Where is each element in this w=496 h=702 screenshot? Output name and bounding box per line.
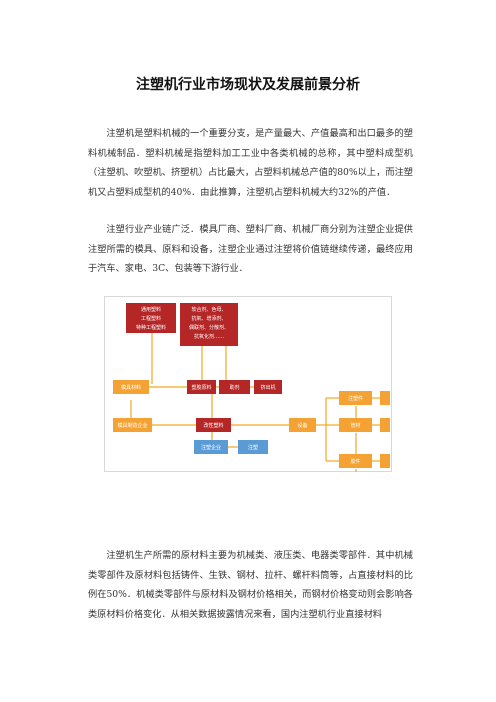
box-plastics: 通用塑料 工程塑料 特种工程塑料 bbox=[126, 303, 176, 333]
page-title: 注塑机行业市场现状及发展前景分析 bbox=[136, 77, 360, 93]
box-additives-line1: 软合剂、色母、 bbox=[191, 306, 226, 313]
box-aux-label: 助剂 bbox=[229, 384, 239, 391]
box-injection: 注塑 bbox=[238, 440, 268, 454]
box-equipment-label: 设备 bbox=[297, 422, 307, 429]
box-mold-design-label: 模具制造企业 bbox=[117, 422, 147, 429]
box-pipe: 管材 bbox=[339, 418, 372, 432]
box-pipe-label: 管材 bbox=[350, 422, 360, 429]
box-extruder: 挤出机 bbox=[254, 380, 282, 394]
box-mold-material: 模具材料 bbox=[113, 380, 149, 394]
box-film-label: 胶件 bbox=[350, 458, 360, 465]
box-additives-line4: 抗氧化剂…… bbox=[194, 333, 224, 340]
paragraph-2: 注塑行业产业链广泛．模具厂商、塑料厂商、机械厂商分别为注塑企业提供注塑所需的模具… bbox=[88, 224, 413, 274]
box-3c bbox=[380, 454, 390, 468]
diagram-canvas: 通用塑料 工程塑料 特种工程塑料 软合剂、色母、 抗氧、增添剂、 偶联剂、分散剂… bbox=[104, 296, 392, 472]
box-auto bbox=[380, 391, 390, 405]
paragraph-3: 注塑机生产所需的原材料主要为机械类、液压类、电器类零部件．其中机械类零部件及原材… bbox=[88, 550, 413, 620]
box-modified-label: 改性塑料 bbox=[203, 422, 223, 429]
box-additives-line3: 偶联剂、分散剂、 bbox=[189, 324, 229, 331]
box-equipment: 设备 bbox=[289, 418, 316, 432]
box-mold-out: 注塑件 bbox=[339, 391, 372, 405]
box-appliance bbox=[380, 418, 390, 432]
box-injection-co: 注塑企业 bbox=[194, 440, 228, 454]
box-film: 胶件 bbox=[339, 454, 372, 468]
box-extruder-label: 挤出机 bbox=[260, 384, 275, 391]
box-plastics-line1: 通用塑料 bbox=[141, 306, 161, 313]
box-plastics-line2: 工程塑料 bbox=[141, 315, 161, 322]
box-resin: 塑胶原料 bbox=[187, 380, 216, 394]
industry-chain-diagram: 通用塑料 工程塑料 特种工程塑料 软合剂、色母、 抗氧、增添剂、 偶联剂、分散剂… bbox=[104, 296, 392, 472]
box-plastics-line3: 特种工程塑料 bbox=[136, 324, 166, 331]
paragraph-1: 注塑机是塑料机械的一个重要分支，是产量最大、产值最高和出口最多的塑料机械制品．塑… bbox=[88, 128, 413, 198]
box-mold-material-label: 模具材料 bbox=[121, 384, 141, 391]
box-injection-label: 注塑 bbox=[248, 444, 258, 451]
box-resin-label: 塑胶原料 bbox=[191, 384, 211, 391]
box-mold-out-label: 注塑件 bbox=[348, 395, 363, 402]
box-mold-design: 模具制造企业 bbox=[113, 418, 152, 432]
box-additives-line2: 抗氧、增添剂、 bbox=[191, 315, 226, 322]
box-aux: 助剂 bbox=[219, 380, 250, 394]
box-injection-co-label: 注塑企业 bbox=[201, 444, 221, 451]
box-modified: 改性塑料 bbox=[196, 418, 231, 432]
box-additives: 软合剂、色母、 抗氧、增添剂、 偶联剂、分散剂、 抗氧化剂…… bbox=[180, 303, 238, 346]
